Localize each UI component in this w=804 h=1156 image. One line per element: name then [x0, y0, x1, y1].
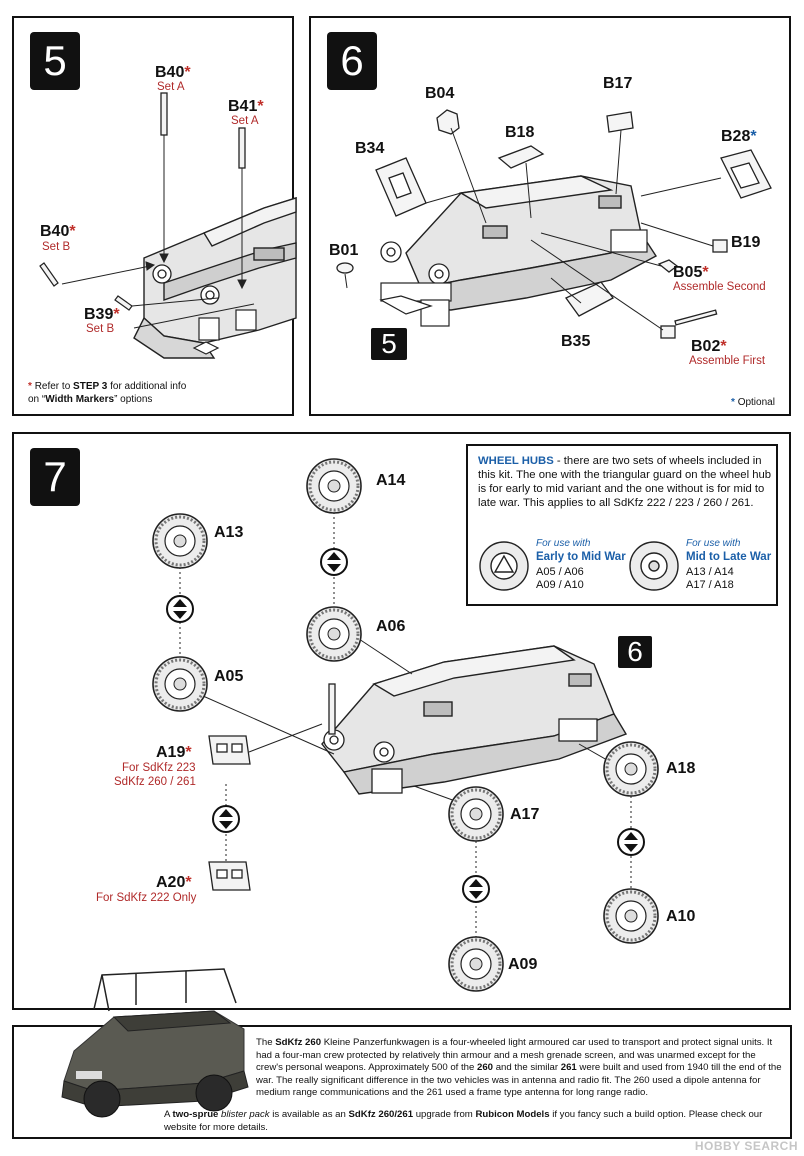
- label-b40-set-b: B40*: [40, 223, 76, 240]
- wheel-hubs-text: WHEEL HUBS - there are two sets of wheel…: [478, 455, 772, 509]
- label-a17: A17: [510, 806, 540, 823]
- sub-b02: Assemble First: [689, 355, 766, 367]
- label-a10: A10: [666, 908, 696, 925]
- step-7-drawing: [151, 457, 660, 993]
- label-b02: B02*: [691, 338, 727, 355]
- step-7-panel: 7: [12, 432, 791, 1010]
- sub-a19-1: For SdKfz 223: [122, 762, 196, 774]
- sub-a19-2: SdKfz 260 / 261: [114, 776, 196, 788]
- label-a14: A14: [376, 472, 406, 489]
- label-b41-set-a: B41*: [228, 98, 264, 115]
- optional-note: * Optional: [731, 397, 775, 408]
- step-5-panel: 5: [12, 16, 297, 416]
- label-b28: B28*: [721, 128, 757, 145]
- sub-b41-set-a: Set A: [231, 115, 259, 127]
- label-b39-set-b: B39*: [84, 306, 120, 323]
- inset-step-number: 6: [618, 636, 652, 668]
- label-a20: A20*: [156, 874, 192, 891]
- step-number: 5: [30, 32, 80, 90]
- sub-b39-set-b: Set B: [86, 323, 115, 335]
- wheel-hubs-icons: [479, 541, 679, 591]
- early-title: Early to Mid War: [536, 551, 626, 563]
- info-paragraph-2: A two-sprue blister pack is available as…: [164, 1109, 763, 1133]
- step-6-drawing: [336, 109, 772, 339]
- wheel-hubs-box: WHEEL HUBS - there are two sets of wheel…: [466, 444, 778, 606]
- label-b18: B18: [505, 124, 535, 141]
- sub-b05: Assemble Second: [673, 281, 766, 293]
- label-a13: A13: [214, 524, 244, 541]
- vehicle-photo: [61, 968, 249, 1118]
- info-box: The SdKfz 260 Kleine Panzerfunkwagen is …: [12, 968, 792, 1139]
- width-markers-note: * Refer to STEP 3 for additional info on…: [28, 381, 187, 405]
- late-title: Mid to Late War: [686, 551, 772, 563]
- label-a06: A06: [376, 618, 406, 635]
- label-a19: A19*: [156, 744, 192, 761]
- step-number: 7: [30, 448, 80, 506]
- step-5-drawing: [39, 92, 297, 359]
- watermark-text: HOBBY SEARCH: [694, 1139, 798, 1153]
- sub-b40-set-b: Set B: [42, 241, 71, 253]
- early-caption: For use with: [536, 538, 591, 549]
- sub-b40-set-a: Set A: [157, 81, 185, 93]
- label-b19: B19: [731, 234, 761, 251]
- label-b04: B04: [425, 85, 455, 102]
- step-number: 6: [327, 32, 377, 90]
- label-a18: A18: [666, 760, 696, 777]
- label-a05: A05: [214, 668, 244, 685]
- label-b05: B05*: [673, 264, 709, 281]
- late-caption: For use with: [686, 538, 741, 549]
- inset-step-number: 5: [371, 328, 407, 360]
- label-b01: B01: [329, 242, 359, 259]
- label-b34: B34: [355, 140, 385, 157]
- label-b35: B35: [561, 333, 591, 350]
- label-b17: B17: [603, 75, 633, 92]
- label-b40-set-a: B40*: [155, 64, 191, 81]
- step-6-panel: 6: [309, 16, 791, 416]
- info-paragraph-1: The SdKfz 260 Kleine Panzerfunkwagen is …: [256, 1037, 782, 1099]
- sub-a20: For SdKfz 222 Only: [96, 892, 197, 904]
- label-a09: A09: [508, 956, 538, 973]
